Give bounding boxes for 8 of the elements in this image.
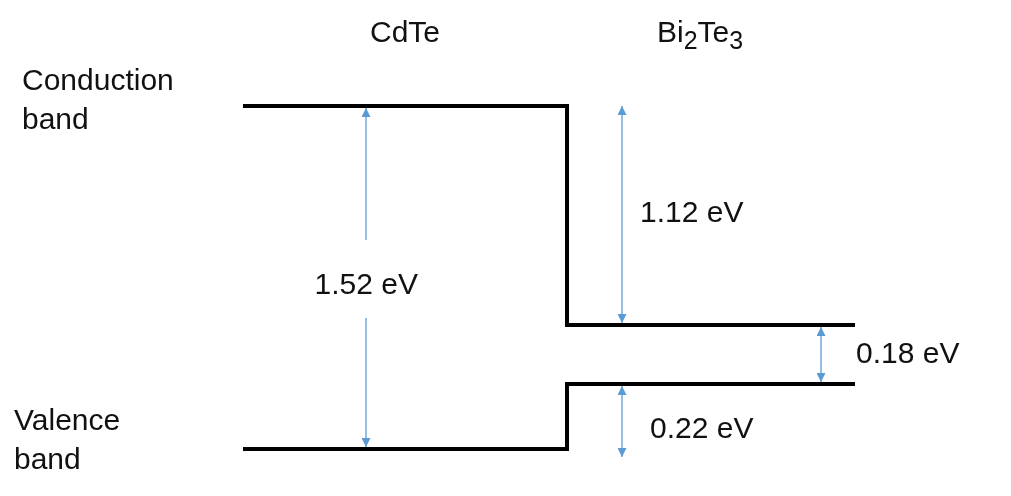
material-label: CdTe bbox=[370, 14, 441, 50]
band-label: Conduction band bbox=[22, 62, 175, 137]
energy-label: 1.12 eV bbox=[640, 194, 744, 230]
energy-label: 0.18 eV bbox=[856, 335, 960, 371]
energy-label: 1.52 eV bbox=[314, 266, 418, 302]
band-label: Valence band bbox=[14, 402, 122, 477]
material-label: Bi$_{2}$Te$_{3}$ bbox=[657, 14, 744, 56]
energy-label: 0.22 eV bbox=[650, 410, 754, 446]
